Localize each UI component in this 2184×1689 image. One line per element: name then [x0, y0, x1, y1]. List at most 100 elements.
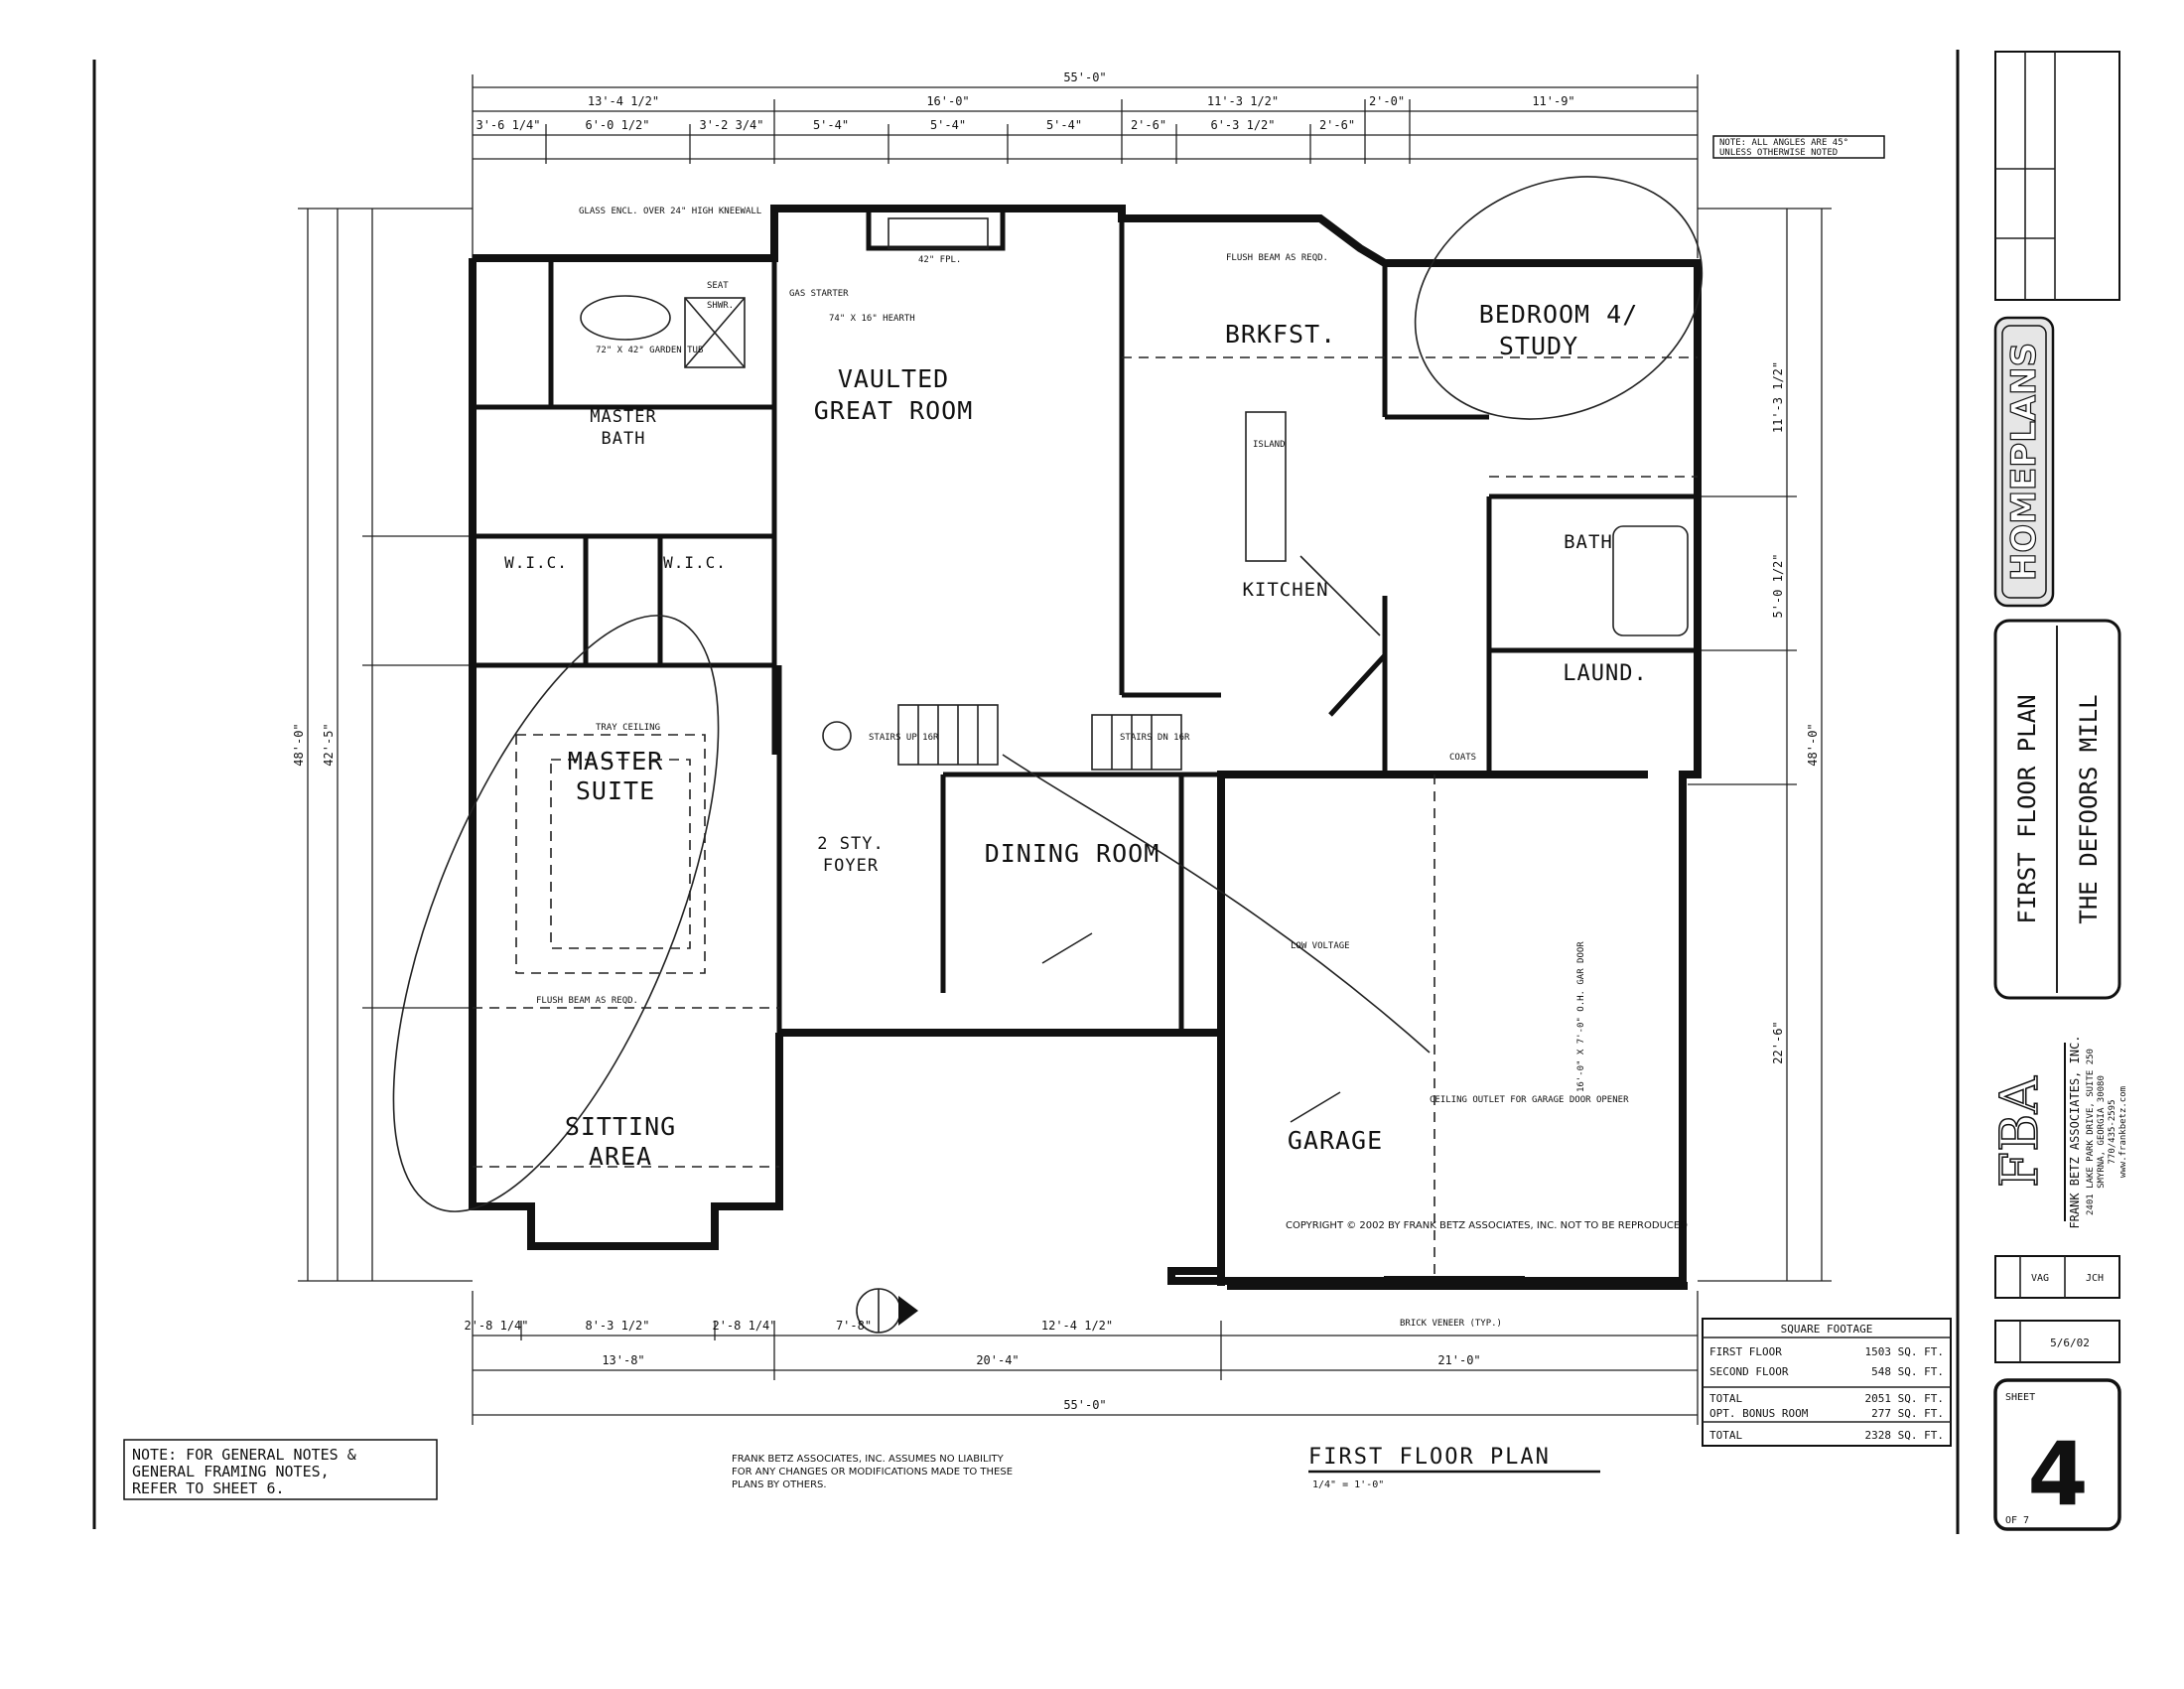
room-label-bedroom: BEDROOM 4/STUDY	[1479, 300, 1639, 360]
svg-text:3'-2 3/4": 3'-2 3/4"	[699, 118, 763, 132]
svg-text:SEAT: SEAT	[707, 281, 729, 291]
room-label-wic-2: W.I.C.	[663, 553, 727, 572]
svg-text:277 SQ. FT.: 277 SQ. FT.	[1871, 1407, 1944, 1420]
general-note-box	[123, 1439, 438, 1500]
sheet-title: FIRST FLOOR PLAN	[2013, 694, 2041, 923]
svg-text:55'-0": 55'-0"	[1063, 1398, 1106, 1412]
svg-text:CEILING OUTLET FOR GARAGE DOOR: CEILING OUTLET FOR GARAGE DOOR OPENER	[1430, 1095, 1629, 1105]
svg-text:2051 SQ. FT.: 2051 SQ. FT.	[1865, 1392, 1944, 1405]
brick-veneer	[1384, 1276, 1525, 1288]
brand-name: HOMEPLANS	[2004, 343, 2044, 581]
markup-circle-bedroom	[1414, 176, 1704, 420]
room-label-garage: GARAGE	[1288, 1126, 1383, 1155]
svg-text:2328 SQ. FT.: 2328 SQ. FT.	[1865, 1429, 1944, 1442]
sheet-date: 5/6/02	[2050, 1337, 2090, 1349]
svg-text:11'-3 1/2": 11'-3 1/2"	[1771, 361, 1785, 433]
svg-text:2'-8 1/4": 2'-8 1/4"	[712, 1319, 776, 1333]
svg-text:GLASS ENCL. OVER 24" HIGH KNEE: GLASS ENCL. OVER 24" HIGH KNEEWALL	[579, 207, 761, 216]
ceiling-lines	[473, 356, 1698, 1281]
markup-circle-suite	[392, 615, 720, 1212]
plan-title: FIRST FLOOR PLAN	[1308, 1445, 1551, 1470]
svg-text:6'-0 1/2": 6'-0 1/2"	[585, 118, 649, 132]
svg-text:42'-5": 42'-5"	[322, 723, 336, 766]
svg-text:770/435-2595: 770/435-2595	[2108, 1099, 2117, 1164]
room-label-foyer: 2 STY.FOYER	[817, 834, 884, 876]
svg-text:STAIRS DN 16R: STAIRS DN 16R	[1120, 733, 1190, 743]
garden-tub	[580, 295, 671, 341]
checked-by: JCH	[2086, 1273, 2104, 1284]
svg-text:GAS STARTER: GAS STARTER	[789, 289, 849, 299]
angles-note: NOTE: ALL ANGLES ARE 45°UNLESS OTHERWISE…	[1719, 138, 1848, 158]
shower	[684, 297, 746, 368]
sheet-number: 4	[2027, 1423, 2088, 1525]
svg-text:STAIRS UP 16R: STAIRS UP 16R	[869, 733, 939, 743]
svg-text:72" X 42" GARDEN TUB: 72" X 42" GARDEN TUB	[596, 346, 703, 355]
room-label-laund: LAUND.	[1563, 661, 1647, 686]
svg-text:TRAY CEILING: TRAY CEILING	[596, 723, 660, 733]
svg-text:SHWR.: SHWR.	[707, 301, 734, 311]
copyright-note: COPYRIGHT © 2002 BY FRANK BETZ ASSOCIATE…	[1286, 1220, 1688, 1231]
svg-text:548 SQ. FT.: 548 SQ. FT.	[1871, 1365, 1944, 1378]
section-arrow-icon	[898, 1296, 918, 1326]
bath-tub	[1612, 525, 1689, 636]
svg-text:2'-6": 2'-6"	[1319, 118, 1355, 132]
title-block: HOMEPLANS FIRST FLOOR PLAN THE DEFOORS M…	[1989, 51, 2128, 1531]
svg-text:www.frankbetz.com: www.frankbetz.com	[2118, 1086, 2128, 1178]
kitchen-counter-angled	[1299, 555, 1381, 636]
drawn-by: VAG	[2031, 1273, 2049, 1284]
svg-text:42" FPL.: 42" FPL.	[918, 255, 961, 265]
svg-text:55'-0": 55'-0"	[1063, 70, 1106, 84]
svg-text:3'-6 1/4": 3'-6 1/4"	[476, 118, 540, 132]
svg-text:5'-4": 5'-4"	[930, 118, 966, 132]
svg-text:TOTAL: TOTAL	[1709, 1429, 1742, 1442]
svg-text:TOTAL: TOTAL	[1709, 1392, 1742, 1405]
svg-text:2401 LAKE PARK DRIVE, SUITE 25: 2401 LAKE PARK DRIVE, SUITE 250	[2086, 1049, 2096, 1215]
svg-text:2'-6": 2'-6"	[1131, 118, 1166, 132]
room-label-bath: BATH	[1564, 531, 1613, 553]
stairs	[897, 704, 1182, 771]
svg-text:FLUSH BEAM AS REQD.: FLUSH BEAM AS REQD.	[1226, 253, 1328, 263]
svg-text:5'-0 1/2": 5'-0 1/2"	[1771, 553, 1785, 618]
kitchen-island	[1245, 411, 1287, 562]
svg-text:COATS: COATS	[1449, 753, 1476, 763]
general-note: NOTE: FOR GENERAL NOTES &GENERAL FRAMING…	[132, 1446, 356, 1497]
svg-text:16'-0" X 7'-0" O.H. GAR DOOR: 16'-0" X 7'-0" O.H. GAR DOOR	[1576, 941, 1586, 1092]
top-dimension-text: 55'-0" 13'-4 1/2" 16'-0" 11'-3 1/2" 2'-0…	[476, 70, 1574, 132]
bottom-dimension-lines	[472, 1291, 1699, 1425]
svg-text:LOW VOLTAGE: LOW VOLTAGE	[1291, 941, 1350, 951]
svg-text:SHEET: SHEET	[2005, 1392, 2035, 1403]
project-name: THE DEFOORS MILL	[2075, 694, 2103, 923]
svg-text:11'-9": 11'-9"	[1532, 94, 1574, 108]
svg-text:SECOND FLOOR: SECOND FLOOR	[1709, 1365, 1789, 1378]
svg-text:20'-4": 20'-4"	[976, 1353, 1019, 1367]
svg-text:1503 SQ. FT.: 1503 SQ. FT.	[1865, 1345, 1944, 1358]
angles-note-box	[1712, 135, 1885, 159]
room-label-brkfst: BRKFST.	[1225, 320, 1336, 349]
brand-badge	[1993, 316, 2055, 608]
svg-text:BRICK VENEER (TYP.): BRICK VENEER (TYP.)	[1400, 1319, 1502, 1329]
svg-text:6'-3 1/2": 6'-3 1/2"	[1210, 118, 1275, 132]
svg-text:5'-4": 5'-4"	[1046, 118, 1082, 132]
svg-text:11'-3 1/2": 11'-3 1/2"	[1207, 94, 1279, 108]
hearth	[887, 217, 989, 249]
svg-text:FLUSH BEAM AS REQD.: FLUSH BEAM AS REQD.	[536, 996, 638, 1006]
svg-text:48'-0": 48'-0"	[292, 723, 306, 766]
room-label-kitchen: KITCHEN	[1242, 579, 1328, 601]
svg-text:13'-8": 13'-8"	[602, 1353, 644, 1367]
svg-text:FRANK BETZ ASSOCIATES, INC.: FRANK BETZ ASSOCIATES, INC.	[2068, 1035, 2082, 1228]
svg-text:2'-0": 2'-0"	[1369, 94, 1405, 108]
svg-text:OPT. BONUS ROOM: OPT. BONUS ROOM	[1709, 1407, 1809, 1420]
svg-text:FIRST FLOOR: FIRST FLOOR	[1709, 1345, 1782, 1358]
svg-text:21'-0": 21'-0"	[1437, 1353, 1480, 1367]
svg-text:12'-4 1/2": 12'-4 1/2"	[1041, 1319, 1113, 1333]
svg-text:16'-0": 16'-0"	[926, 94, 969, 108]
svg-text:7'-8": 7'-8"	[836, 1319, 872, 1333]
liability-note: FRANK BETZ ASSOCIATES, INC. ASSUMES NO L…	[732, 1454, 1013, 1490]
firm-logo: FBA	[1990, 1075, 2050, 1188]
svg-text:ISLAND: ISLAND	[1253, 440, 1286, 450]
top-dimension-lines	[472, 74, 1699, 258]
